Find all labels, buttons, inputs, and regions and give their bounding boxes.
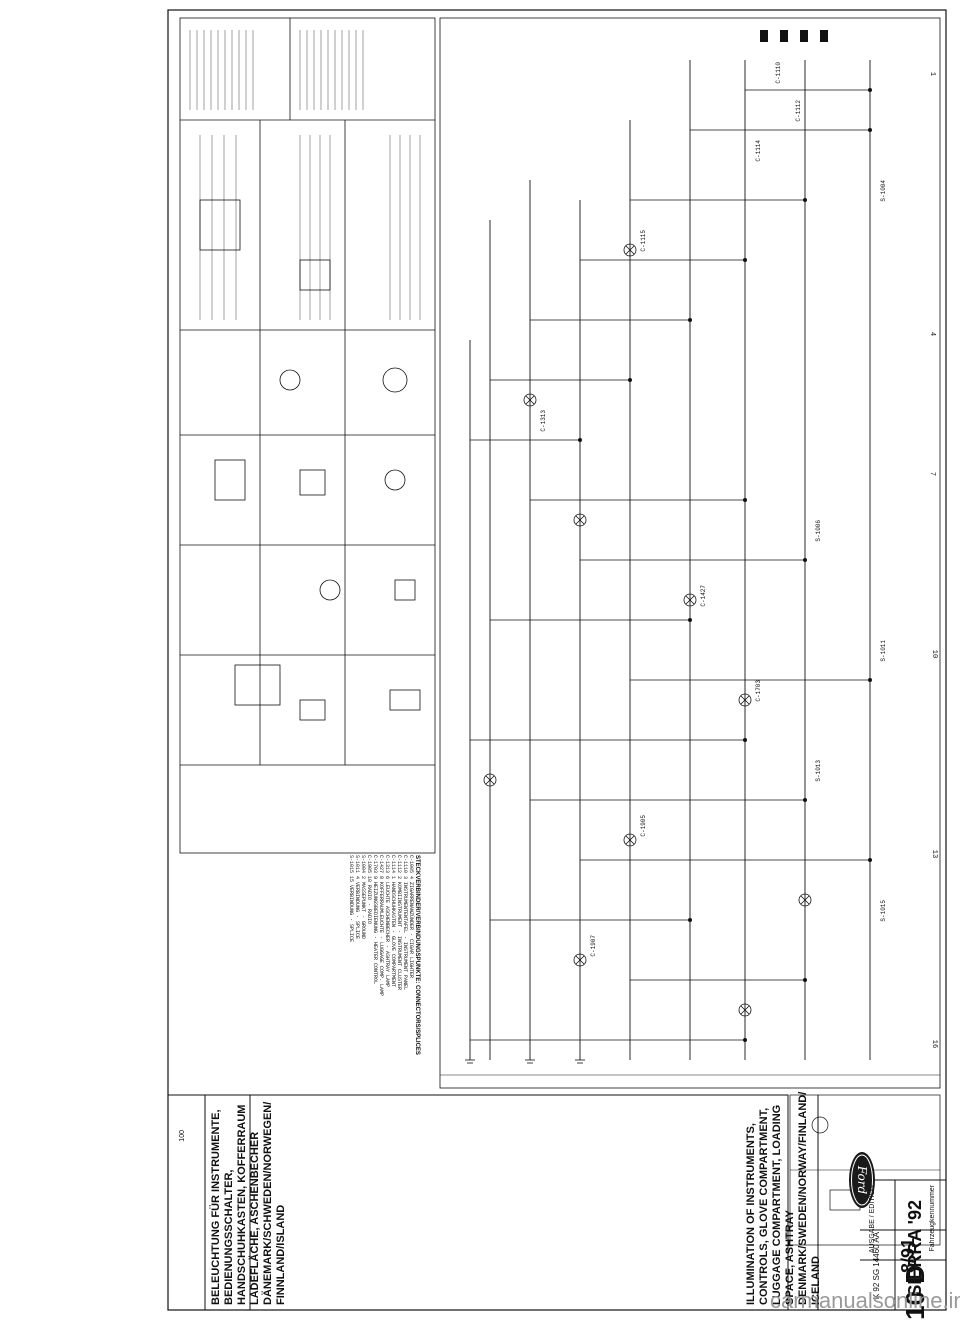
component-label: S-1004: [880, 180, 887, 202]
legend-row: C-1703 9 HEIZUNGSBEDIENUNG - HEATER CONT…: [372, 855, 378, 985]
schematic-area: [439, 17, 941, 1089]
legend-row: C-1112 2 KOMBIINSTRUMENT - INSTRUMENT CL…: [396, 855, 402, 991]
grid-number: 13: [930, 849, 939, 859]
component-label: C-1427: [700, 585, 707, 607]
legend-row: C-1005 4 ZIGARRENANZÜNDER - CIGAR LIGHTE…: [408, 855, 414, 979]
svg-text:Ford: Ford: [855, 1165, 869, 1195]
grid-number: 16: [930, 1039, 939, 1049]
wire-bus: [469, 60, 871, 1060]
legend-row: S-1011 4 VERBINDUNG - SPLICE: [354, 855, 360, 940]
component-label: S-1015: [880, 900, 887, 922]
title-english: ILLUMINATION OF INSTRUMENTS, CONTROLS, G…: [745, 1091, 822, 1305]
legend-row: C-1427 8 KOFFERRAUMLEUCHTE - LUGGAGE COM…: [378, 855, 384, 997]
fuse-symbols: [760, 30, 828, 42]
connector-tables: [179, 17, 436, 854]
page-ref: 100: [179, 1130, 186, 1142]
legend-row: C-1110 3 INSTRUMENTENTAFEL - INSTRUMENT …: [402, 855, 408, 991]
title-german: BELEUCHTUNG FÜR INSTRUMENTE, BEDIENUNGSS…: [210, 1101, 287, 1305]
component-label: C-1112: [795, 100, 802, 122]
splice-points: [578, 88, 872, 1042]
component-label: S-1013: [815, 760, 822, 782]
grid-number: 1: [928, 71, 937, 77]
component-label: C-1114: [755, 140, 762, 162]
lamp-symbols: [483, 243, 812, 1017]
pinout-text-lines: [189, 30, 421, 320]
component-label: C-1313: [540, 410, 547, 432]
component-label: C-1115: [640, 230, 647, 252]
ground-symbols: [465, 1059, 585, 1064]
legend-row: C-1114 1 HANDSCHUHKASTEN - GLOVE COMPART…: [390, 855, 396, 988]
legend-row: S-1004 2 MASSEPUNKT - GROUND: [360, 855, 366, 940]
model-sub: Fahrzeugkennummer: [929, 1185, 936, 1252]
component-label: S-1006: [815, 520, 822, 542]
connector-pictograms: [199, 199, 421, 721]
grid-number: 10: [930, 649, 939, 659]
title-block-frame: [167, 1094, 946, 1311]
ford-logo: Ford: [849, 1152, 875, 1208]
component-label: C-1703: [755, 680, 762, 702]
wire-branches: [470, 89, 870, 1041]
legend-title: STECKVERBINDER/VERBINDUNGSPUNKTE: CONNEC…: [414, 855, 420, 1055]
grid-number: 7: [928, 471, 937, 477]
grid-number: 4: [928, 331, 937, 337]
watermark-text: carmanualsonline.info: [770, 1288, 960, 1313]
legend-table: STECKVERBINDER/VERBINDUNGSPUNKTE: CONNEC…: [190, 855, 420, 1095]
component-label: C-1907: [590, 935, 597, 957]
component-label: C-1905: [640, 815, 647, 837]
legend-row: S-1015 15 VERBINDUNG - SPLICE: [348, 855, 354, 943]
legend-row: C-1313 6 LEUCHTE ASCHENBECHER - ASHTRAY …: [384, 855, 390, 988]
page-frame: [167, 9, 947, 1311]
component-label: S-1011: [880, 640, 887, 662]
component-label: C-1110: [775, 62, 782, 84]
